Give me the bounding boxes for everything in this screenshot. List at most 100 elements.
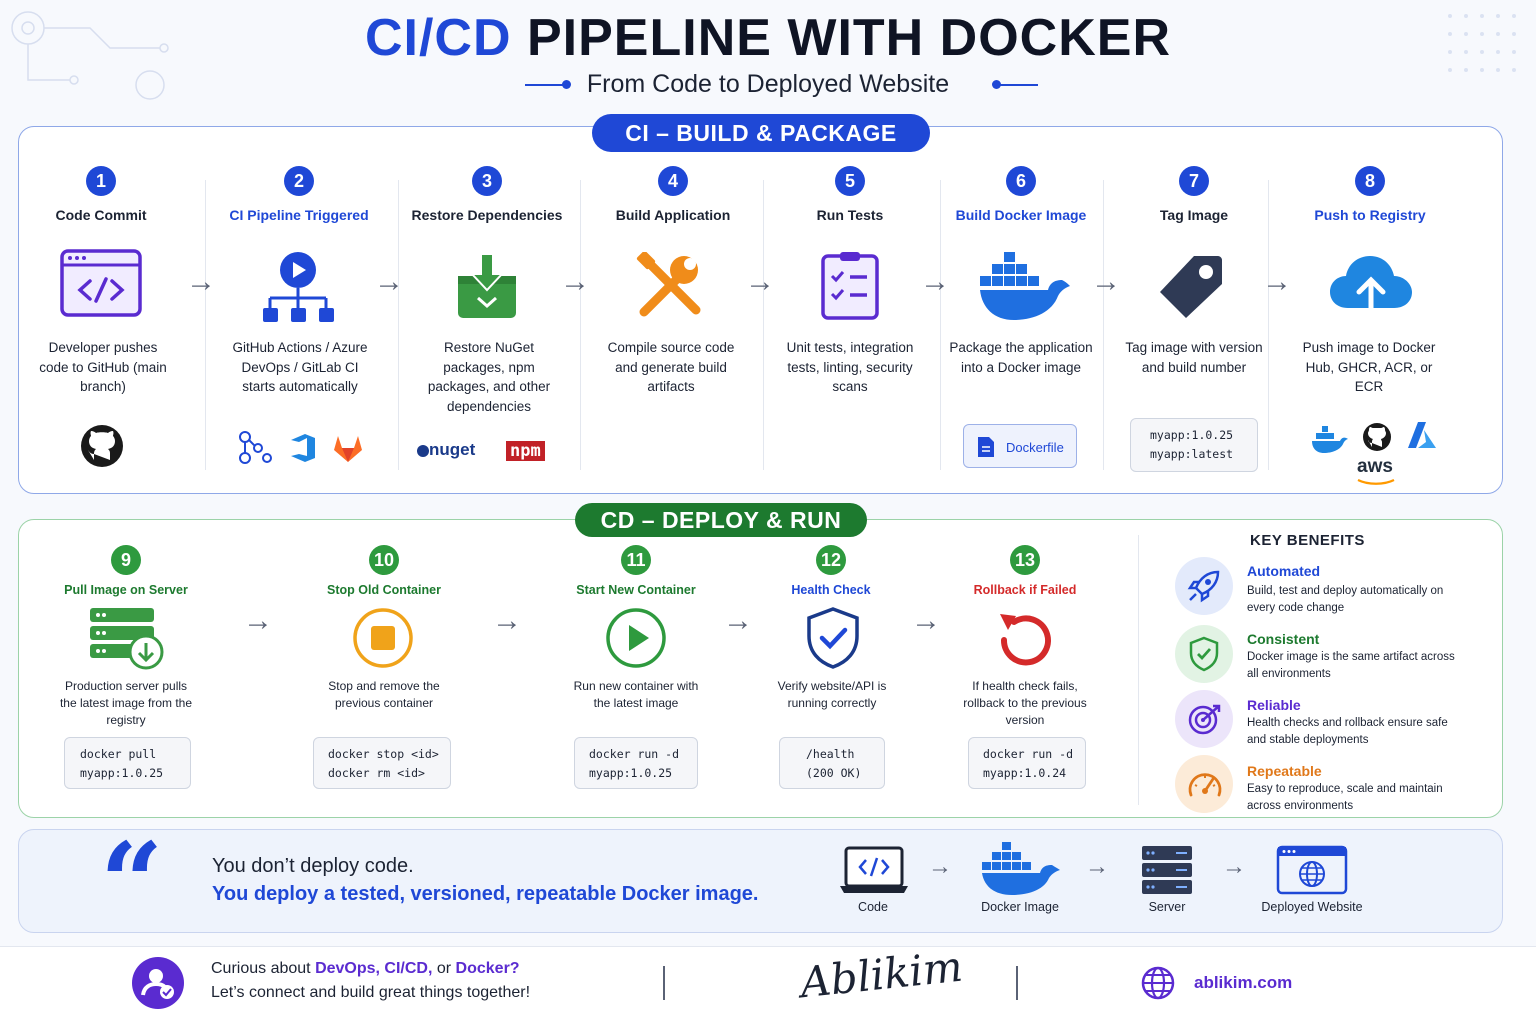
docker-whale-icon [980, 252, 1070, 320]
benefit-description: Easy to reproduce, scale and maintain ac… [1247, 783, 1443, 812]
code-line: /health [806, 747, 855, 761]
benefit-title: Reliable [1247, 697, 1301, 713]
step-number: 3 [472, 166, 502, 196]
flow-arrow: → [492, 604, 522, 637]
file-icon [978, 437, 994, 457]
shield-check-icon [807, 607, 859, 669]
step-number: 12 [816, 545, 846, 575]
flow-arrow: → [560, 265, 590, 298]
flow-label: Deployed Website [1261, 900, 1363, 914]
benefit-icon-bg [1175, 557, 1233, 615]
ci-step-5: 5 Run Tests [765, 166, 935, 244]
benefit-description: Health checks and rollback ensure safe a… [1247, 717, 1448, 746]
title-accent: CI/CD [364, 9, 512, 67]
dockerfile-label: Dockerfile [1006, 440, 1064, 455]
benefit-title: Automated [1247, 563, 1321, 579]
step-description: GitHub Actions / Azure DevOps / GitLab C… [232, 340, 368, 394]
subtitle-dot-left [562, 80, 571, 89]
footer-cta-line-2: Let’s connect and build great things tog… [211, 984, 531, 1001]
tag-icon [1160, 256, 1222, 318]
flow-arrow: → [186, 265, 216, 298]
website-link[interactable]: ablikim.com [1194, 973, 1293, 992]
profile-avatar-icon[interactable] [132, 957, 184, 1009]
step-number: 8 [1355, 166, 1385, 196]
page-subtitle: From Code to Deployed Website [586, 70, 950, 98]
flow-arrow: → [374, 265, 404, 298]
globe-icon [1141, 966, 1175, 1000]
github-icon [81, 425, 123, 467]
code-line: myapp:1.0.25 [80, 766, 164, 780]
step-title: Tag Image [1159, 207, 1229, 223]
ci-separator [398, 180, 399, 470]
ci-separator [1268, 180, 1269, 470]
step-description: Unit tests, integration tests, linting, … [786, 340, 914, 394]
laptop-code-icon [840, 846, 908, 893]
cd-section-label: CD – DEPLOY & RUN [575, 503, 867, 537]
browser-globe-icon [1276, 845, 1348, 895]
ci-step-1: 1 Code Commit [16, 166, 186, 244]
footer-highlight: DevOps, CI/CD, [315, 960, 433, 977]
step-number: 1 [86, 166, 116, 196]
dockerfile-badge: Dockerfile [963, 424, 1077, 468]
step-description: Restore NuGet packages, npm packages, an… [427, 340, 551, 414]
tools-icon [636, 252, 701, 317]
step-number: 7 [1179, 166, 1209, 196]
circuit-decoration [11, 11, 169, 100]
dots-decoration [1448, 14, 1516, 72]
step-description: Package the application into a Docker im… [949, 340, 1093, 375]
footer-highlight: Docker? [455, 960, 520, 977]
ci-step-6: 6 Build Docker Image [936, 166, 1106, 244]
aws-logo: aws [1357, 456, 1393, 477]
cd-step-9: 9 Pull Image on Server [41, 545, 211, 597]
health-code-box: /health (200 OK) [779, 737, 885, 789]
rocket-icon [1187, 570, 1220, 603]
step-number: 5 [835, 166, 865, 196]
step-title: Restore Dependencies [411, 207, 563, 223]
benefit-title: Consistent [1247, 631, 1320, 647]
step-title: CI Pipeline Triggered [229, 207, 369, 223]
flow-arrow: → [1222, 853, 1246, 880]
code-window-icon [60, 249, 142, 317]
step-title: Start New Container [576, 583, 696, 597]
play-icon [606, 608, 666, 668]
step-number: 2 [284, 166, 314, 196]
ci-section-label: CI – BUILD & PACKAGE [592, 114, 930, 152]
code-line: myapp:latest [1150, 447, 1234, 461]
step-description: Run new container with the latest image [573, 679, 699, 710]
rollback-code-box: docker run -d myapp:1.0.24 [968, 737, 1086, 789]
ci-step-8: 8 Push to Registry [1285, 166, 1455, 244]
speedometer-icon [1188, 773, 1222, 797]
aws-smile-icon [1357, 478, 1395, 485]
quote-panel [18, 829, 1503, 933]
flow-label: Docker Image [981, 900, 1059, 914]
step-title: Code Commit [55, 207, 147, 223]
subtitle-line-left [525, 84, 565, 86]
subtitle-dot-right [992, 80, 1001, 89]
gitlab-icon [334, 436, 362, 462]
cd-panel [18, 519, 1503, 818]
footer-cta-line-1: Curious about DevOps, CI/CD, or Docker? [211, 960, 520, 977]
cd-step-11: 11 Start New Container [551, 545, 721, 597]
rollback-icon [1000, 614, 1051, 666]
step-description: Stop and remove the previous container [328, 679, 440, 710]
github-actions-icon [239, 431, 272, 464]
flow-arrow: → [1085, 853, 1109, 880]
quote-line-2: You deploy a tested, versioned, repeatab… [212, 883, 759, 905]
ci-step-7: 7 Tag Image [1109, 166, 1279, 244]
flow-arrow: → [745, 265, 775, 298]
step-title: Health Check [791, 583, 871, 597]
azure-devops-icon [291, 434, 315, 462]
step-description: Push image to Docker Hub, GHCR, ACR, or … [1302, 340, 1436, 394]
flow-label: Server [1148, 900, 1186, 914]
flow-arrow: → [920, 265, 950, 298]
step-description: If health check fails, rollback to the p… [963, 679, 1087, 727]
step-number: 10 [369, 545, 399, 575]
benefit-title: Repeatable [1247, 763, 1322, 779]
shield-check-icon [1189, 636, 1219, 672]
step-title: Rollback if Failed [973, 583, 1077, 597]
step-title: Build Docker Image [955, 207, 1087, 223]
code-line: docker stop <id> [328, 747, 439, 761]
benefit-description: Docker image is the same artifact across… [1247, 651, 1455, 680]
nuget-logo: nuget [417, 440, 475, 460]
stop-code-box: docker stop <id> docker rm <id> [313, 737, 451, 789]
